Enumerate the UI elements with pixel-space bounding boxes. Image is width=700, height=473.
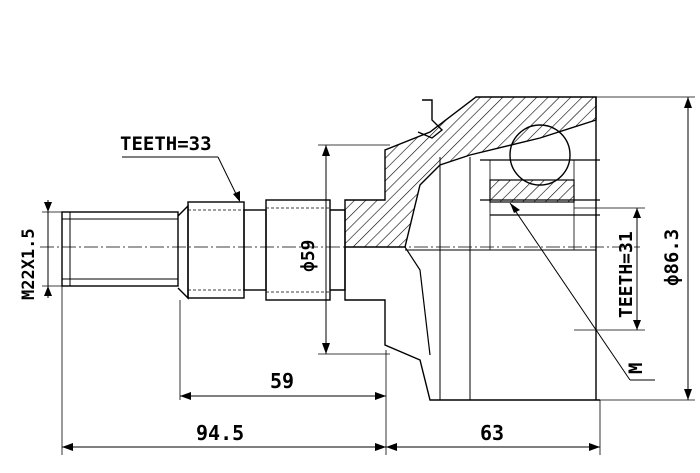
label-thread: M22X1.5 (19, 228, 39, 300)
housing-section (344, 96, 597, 248)
label-teeth-33: TEETH=33 (120, 133, 212, 155)
label-dim-94: 94.5 (196, 421, 244, 445)
dim-phi86 (596, 96, 695, 401)
leader-teeth33 (122, 156, 240, 202)
label-m: M (625, 363, 647, 374)
dim-phi59 (318, 144, 390, 355)
inner-race (480, 124, 600, 250)
label-dim-63: 63 (480, 421, 504, 445)
dim-94-line (61, 286, 386, 455)
label-dim-59: 59 (270, 369, 294, 393)
dim-63-line (386, 400, 601, 455)
label-phi59: ф59 (298, 239, 319, 272)
leader-m (509, 202, 655, 381)
spline-shaft (177, 199, 346, 301)
dim-teeth31 (574, 207, 645, 331)
threaded-stub (61, 211, 179, 287)
dim-thread (42, 200, 62, 298)
label-teeth-31: TEETH=31 (616, 231, 637, 318)
bell-housing (344, 96, 600, 401)
dim-59-line (179, 300, 387, 455)
label-phi86: ф86.3 (661, 229, 683, 286)
